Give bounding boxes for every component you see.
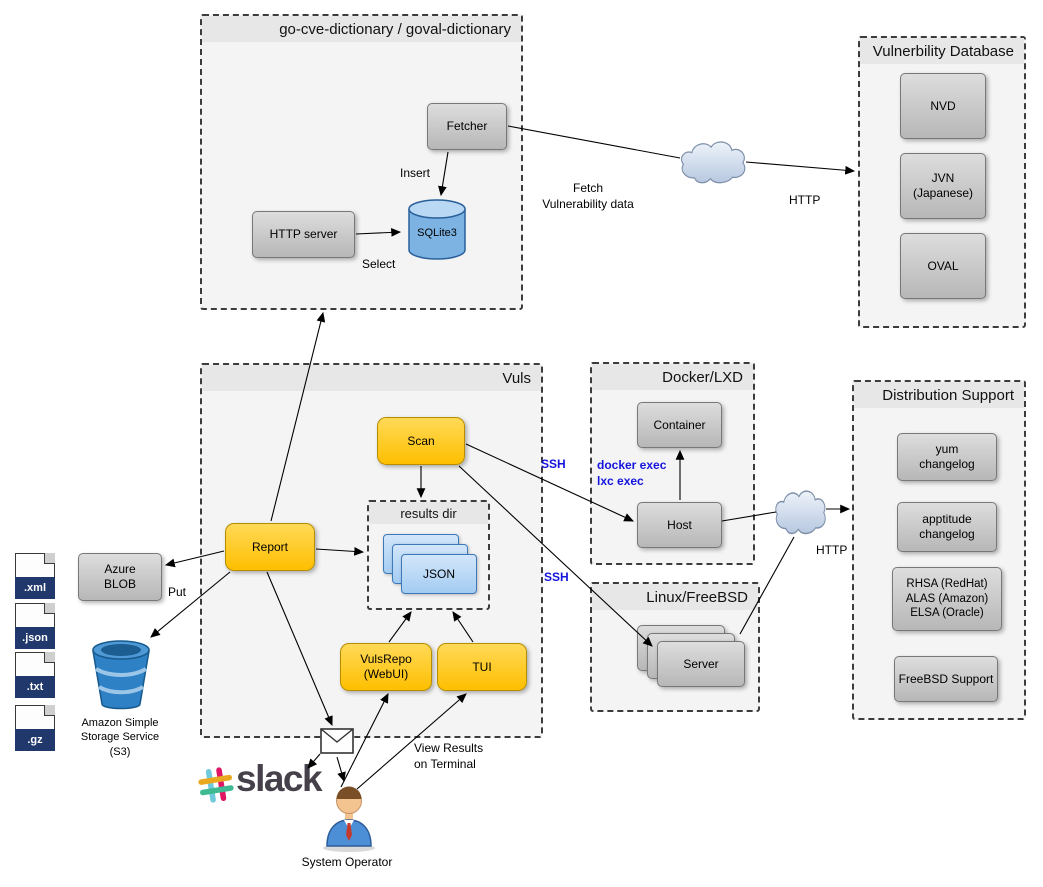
label-ssh-docker: SSH	[541, 457, 566, 471]
group-cve-dictionary: go-cve-dictionary / goval-dictionary	[200, 14, 523, 310]
node-apptitude-changelog: apptitude changelog	[897, 502, 997, 552]
node-yum-changelog: yum changelog	[897, 433, 997, 481]
s3-bucket-icon	[86, 635, 156, 720]
envelope-icon	[320, 727, 354, 760]
file-icon-xml: .xml	[15, 553, 55, 599]
node-rhsa-alas-elsa: RHSA (RedHat) ALAS (Amazon) ELSA (Oracle…	[892, 567, 1002, 631]
node-freebsd-support: FreeBSD Support	[894, 656, 998, 702]
label-select: Select	[362, 257, 396, 271]
node-sqlite-label: SQLite3	[417, 227, 457, 239]
system-operator-label: System Operator	[301, 855, 393, 869]
label-docker-exec: docker exec lxc exec	[597, 458, 667, 488]
node-report: Report	[225, 523, 315, 571]
file-ext-label: .xml	[15, 577, 55, 599]
node-fetcher: Fetcher	[427, 103, 507, 150]
internet-cloud-dist	[775, 490, 826, 535]
node-http-server: HTTP server	[252, 211, 355, 258]
file-icon-gz: .gz	[15, 705, 55, 751]
label-ssh-linux: SSH	[544, 570, 569, 584]
line-fetcher-to-cloud	[507, 125, 681, 159]
node-scan: Scan	[377, 417, 465, 465]
node-jvn: JVN (Japanese)	[900, 153, 986, 219]
file-fold	[44, 553, 55, 564]
arrow-envelope-to-operator	[336, 756, 346, 783]
node-host: Host	[637, 502, 722, 548]
file-ext-label: .gz	[15, 729, 55, 751]
internet-cloud-fetch	[680, 141, 746, 184]
group-results-dir-title: results dir	[369, 502, 488, 524]
label-view-results: View Results on Terminal	[414, 741, 484, 771]
sqlite-cylinder-icon	[405, 198, 469, 269]
label-http-dist: HTTP	[816, 543, 848, 557]
group-distribution-support-title: Distribution Support	[854, 382, 1024, 408]
file-icon-txt: .txt	[15, 652, 55, 698]
group-linux-freebsd-title: Linux/FreeBSD	[592, 584, 758, 610]
node-oval: OVAL	[900, 233, 986, 299]
file-ext-label: .txt	[15, 676, 55, 698]
node-container: Container	[637, 402, 722, 448]
node-tui: TUI	[437, 643, 527, 691]
system-operator-icon	[320, 782, 378, 857]
file-fold	[44, 603, 55, 614]
label-insert: Insert	[400, 166, 431, 180]
group-vulnerability-database-title: Vulnerbility Database	[860, 38, 1024, 64]
node-azure-blob: Azure BLOB	[78, 553, 162, 601]
node-nvd: NVD	[900, 73, 986, 139]
group-cve-dictionary-title: go-cve-dictionary / goval-dictionary	[202, 16, 521, 42]
file-ext-label: .json	[15, 627, 55, 649]
file-fold	[44, 705, 55, 716]
group-vuls-title: Vuls	[202, 365, 541, 391]
node-server: Server	[657, 641, 745, 687]
label-http-fetch: HTTP	[789, 193, 821, 207]
label-put: Put	[168, 585, 187, 599]
file-fold	[44, 652, 55, 663]
group-docker-lxd-title: Docker/LXD	[592, 364, 753, 390]
label-fetch-vulnerability-data: Fetch Vulnerability data	[542, 181, 634, 211]
json-file-front: JSON	[401, 554, 477, 594]
s3-caption: Amazon Simple Storage Service (S3)	[80, 717, 160, 758]
arrow-cloud-to-vulndb	[745, 161, 856, 175]
slack-wordmark: slack	[236, 758, 323, 799]
file-icon-json: .json	[15, 603, 55, 649]
slack-hash-icon	[196, 764, 236, 811]
node-vulsrepo: VulsRepo (WebUI)	[340, 643, 432, 691]
